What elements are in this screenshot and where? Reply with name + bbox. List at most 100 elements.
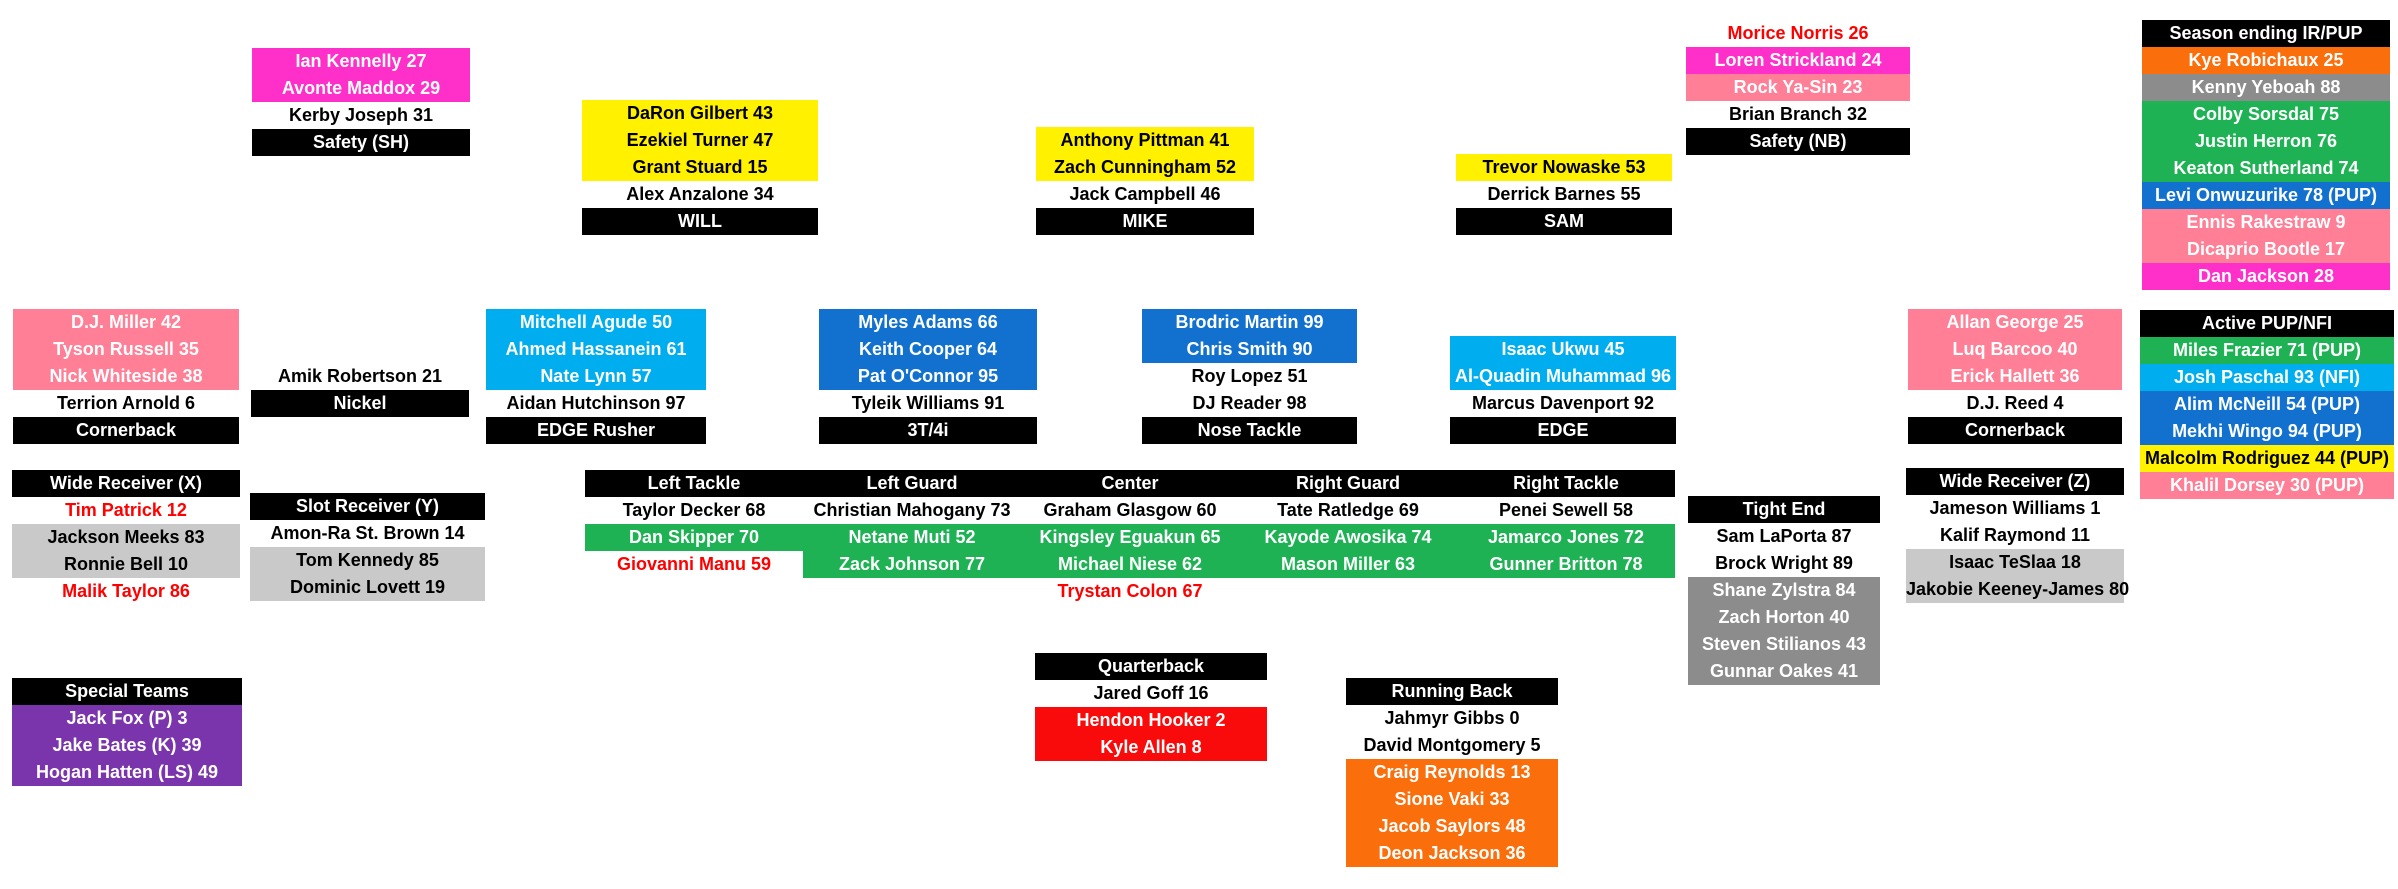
- position-header: Nickel: [251, 390, 469, 417]
- player-row: Ezekiel Turner 47: [582, 127, 818, 154]
- player-row: Hogan Hatten (LS) 49: [12, 759, 242, 786]
- player-row: Isaac Ukwu 45: [1450, 336, 1676, 363]
- player-row: Rock Ya-Sin 23: [1686, 74, 1910, 101]
- player-row: Brian Branch 32: [1686, 101, 1910, 128]
- position-header: Wide Receiver (Z): [1906, 468, 2124, 495]
- player-row: Amon-Ra St. Brown 14: [250, 520, 485, 547]
- position-header: MIKE: [1036, 208, 1254, 235]
- player-row: Mitchell Agude 50: [486, 309, 706, 336]
- player-row: Zach Horton 40: [1688, 604, 1880, 631]
- player-row: Hendon Hooker 2: [1035, 707, 1267, 734]
- player-row: Keith Cooper 64: [819, 336, 1037, 363]
- player-cell: Netane Muti 52: [803, 524, 1021, 551]
- player-row: Loren Strickland 24: [1686, 47, 1910, 74]
- position-header: Cornerback: [13, 417, 239, 444]
- position-header: 3T/4i: [819, 417, 1037, 444]
- position-header: Special Teams: [12, 678, 242, 705]
- player-row: Dominic Lovett 19: [250, 574, 485, 601]
- player-cell: Jamarco Jones 72: [1457, 524, 1675, 551]
- player-row: Gunnar Oakes 41: [1688, 658, 1880, 685]
- player-row: Jared Goff 16: [1035, 680, 1267, 707]
- position-header: Nose Tackle: [1142, 417, 1357, 444]
- position-header: Wide Receiver (X): [12, 470, 240, 497]
- table-row: Trystan Colon 67: [585, 578, 1675, 605]
- player-row: Tim Patrick 12: [12, 497, 240, 524]
- player-row: Dan Jackson 28: [2142, 263, 2390, 290]
- player-row: Nick Whiteside 38: [13, 363, 239, 390]
- player-row: Marcus Davenport 92: [1450, 390, 1676, 417]
- player-row: Colby Sorsdal 75: [2142, 101, 2390, 128]
- player-row: Zach Cunningham 52: [1036, 154, 1254, 181]
- player-row: Ian Kennelly 27: [252, 48, 470, 75]
- player-row: Jake Bates (K) 39: [12, 732, 242, 759]
- empty-cell: [1239, 578, 1457, 605]
- player-row: Shane Zylstra 84: [1688, 577, 1880, 604]
- player-row: Aidan Hutchinson 97: [486, 390, 706, 417]
- player-cell: Michael Niese 62: [1021, 551, 1239, 578]
- player-row: Terrion Arnold 6: [13, 390, 239, 417]
- player-cell: Trystan Colon 67: [1021, 578, 1239, 605]
- position-header: Slot Receiver (Y): [250, 493, 485, 520]
- player-row: Jack Fox (P) 3: [12, 705, 242, 732]
- player-row: Brodric Martin 99: [1142, 309, 1357, 336]
- player-row: Deon Jackson 36: [1346, 840, 1558, 867]
- player-row: Keaton Sutherland 74: [2142, 155, 2390, 182]
- position-header: WILL: [582, 208, 818, 235]
- player-row: Pat O'Connor 95: [819, 363, 1037, 390]
- player-row: Miles Frazier 71 (PUP): [2140, 337, 2394, 364]
- player-row: Brock Wright 89: [1688, 550, 1880, 577]
- position-header: Left Tackle: [585, 470, 803, 497]
- player-row: Roy Lopez 51: [1142, 363, 1357, 390]
- player-cell: Penei Sewell 58: [1457, 497, 1675, 524]
- position-header: Running Back: [1346, 678, 1558, 705]
- position-header: Tight End: [1688, 496, 1880, 523]
- player-row: Craig Reynolds 13: [1346, 759, 1558, 786]
- position-header: Cornerback: [1908, 417, 2122, 444]
- position-header: SAM: [1456, 208, 1672, 235]
- player-cell: Taylor Decker 68: [585, 497, 803, 524]
- position-header: Left Guard: [803, 470, 1021, 497]
- player-row: Alim McNeill 54 (PUP): [2140, 391, 2394, 418]
- player-row: Anthony Pittman 41: [1036, 127, 1254, 154]
- player-row: Avonte Maddox 29: [252, 75, 470, 102]
- empty-cell: [803, 578, 1021, 605]
- empty-cell: [1457, 578, 1675, 605]
- player-row: Myles Adams 66: [819, 309, 1037, 336]
- player-row: Allan George 25: [1908, 309, 2122, 336]
- player-row: Al-Quadin Muhammad 96: [1450, 363, 1676, 390]
- player-row: Jameson Williams 1: [1906, 495, 2124, 522]
- player-row: Nate Lynn 57: [486, 363, 706, 390]
- empty-cell: [585, 578, 803, 605]
- player-cell: Tate Ratledge 69: [1239, 497, 1457, 524]
- player-cell: Graham Glasgow 60: [1021, 497, 1239, 524]
- player-row: Jakobie Keeney-James 80: [1906, 576, 2129, 603]
- player-row: Kye Robichaux 25: [2142, 47, 2390, 74]
- position-header: Right Guard: [1239, 470, 1457, 497]
- player-cell: Kingsley Eguakun 65: [1021, 524, 1239, 551]
- player-cell: Giovanni Manu 59: [585, 551, 803, 578]
- position-header: Right Tackle: [1457, 470, 1675, 497]
- player-row: Kyle Allen 8: [1035, 734, 1267, 761]
- player-row: D.J. Miller 42: [13, 309, 239, 336]
- position-header: Active PUP/NFI: [2140, 310, 2394, 337]
- player-cell: Zack Johnson 77: [803, 551, 1021, 578]
- player-row: Grant Stuard 15: [582, 154, 818, 181]
- player-row: Ahmed Hassanein 61: [486, 336, 706, 363]
- player-row: Tyleik Williams 91: [819, 390, 1037, 417]
- player-row: Josh Paschal 93 (NFI): [2140, 364, 2394, 391]
